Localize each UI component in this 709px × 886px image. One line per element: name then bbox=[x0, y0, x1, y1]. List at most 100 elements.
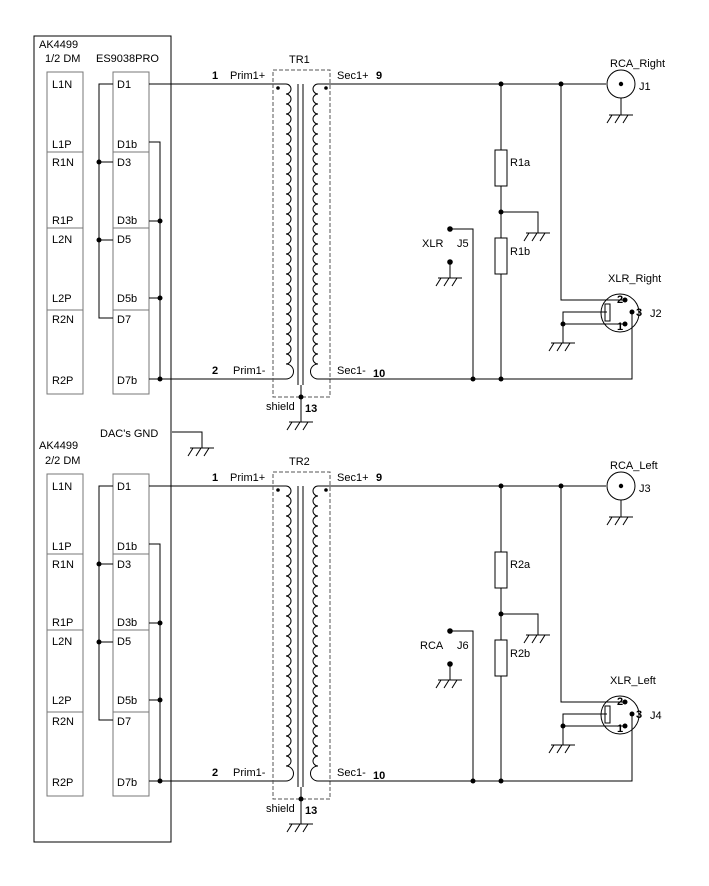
ak-pin-label: L2P bbox=[52, 695, 72, 707]
es-pin-label: D3b bbox=[117, 617, 137, 629]
ak-pin-label: L1N bbox=[52, 481, 72, 493]
xlr-jack bbox=[600, 293, 640, 333]
pin-prim-plus: 1 bbox=[212, 472, 218, 484]
ak-pin-label: L2P bbox=[52, 293, 72, 305]
sec-minus-label: Sec1- bbox=[337, 767, 366, 779]
xlr-pin-1: 1 bbox=[617, 321, 623, 333]
dac-wiring-bottom bbox=[96, 485, 171, 784]
pin-prim-minus: 2 bbox=[212, 365, 218, 377]
ak-pin-column-bottom: L1N L1P R1N R1P L2N L2P R2N R2P bbox=[46, 473, 84, 797]
xlr-pin-3: 3 bbox=[636, 709, 642, 721]
es-pin-label: D5b bbox=[117, 695, 137, 707]
shield-pin: 13 bbox=[305, 805, 317, 817]
ak-pin-label: L2N bbox=[52, 636, 72, 648]
dac-board bbox=[33, 35, 172, 843]
secondary-coil bbox=[310, 83, 319, 380]
dac-gnd-symbol bbox=[172, 431, 214, 457]
resistor-lower bbox=[494, 639, 508, 677]
transformer-box bbox=[272, 69, 331, 398]
xlr-ref: J4 bbox=[650, 710, 662, 722]
xlr-ref: J2 bbox=[650, 308, 662, 320]
ak-pin-label: R2N bbox=[52, 716, 74, 728]
es-pin-label: D5 bbox=[117, 636, 131, 648]
xlr-pin-1: 1 bbox=[617, 723, 623, 735]
resistor-lower-label: R1b bbox=[510, 246, 530, 258]
rca-name: RCA_Right bbox=[610, 58, 665, 70]
pin-sec-minus: 10 bbox=[373, 770, 385, 782]
ak-pin-label: R2P bbox=[52, 777, 73, 789]
pin-prim-minus: 2 bbox=[212, 767, 218, 779]
dac-wiring-top bbox=[96, 83, 171, 382]
transformer-label: TR2 bbox=[289, 456, 310, 468]
dac-gnd-label: DAC's GND bbox=[100, 428, 158, 440]
sec-plus-label: Sec1+ bbox=[337, 472, 369, 484]
shield-pin: 13 bbox=[305, 403, 317, 415]
transformer-box bbox=[272, 471, 331, 800]
es-pin-label: D1b bbox=[117, 541, 137, 553]
resistor-upper-label: R2a bbox=[510, 559, 531, 571]
ak-pin-label: L2N bbox=[52, 234, 72, 246]
selector-label: RCA bbox=[420, 640, 444, 652]
selector-ref: J5 bbox=[457, 238, 469, 250]
ak-pin-label: R1P bbox=[52, 617, 73, 629]
resistor-upper bbox=[494, 551, 508, 589]
es-pin-column-top: D1 D1b D3 D3b D5 D5b D7 D7b bbox=[112, 71, 150, 395]
prim-minus-label: Prim1- bbox=[233, 365, 266, 377]
xlr-name: XLR_Left bbox=[610, 675, 656, 687]
resistor-lower-label: R2b bbox=[510, 648, 530, 660]
sec-plus-label: Sec1+ bbox=[337, 70, 369, 82]
bottom-chip-label: AK4499 bbox=[39, 440, 78, 452]
es-pin-label: D1b bbox=[117, 139, 137, 151]
prim-plus-label: Prim1+ bbox=[230, 472, 265, 484]
secondary-coil bbox=[310, 485, 319, 782]
shield-label: shield bbox=[266, 803, 295, 815]
es-pin-column-bottom: D1 D1b D3 D3b D5 D5b D7 D7b bbox=[112, 473, 150, 797]
ak-pin-label: R2N bbox=[52, 314, 74, 326]
es-pin-label: D7b bbox=[117, 777, 137, 789]
pin-sec-plus: 9 bbox=[376, 70, 382, 82]
bottom-half-label: 2/2 DM bbox=[45, 455, 80, 467]
es-pin-label: D7 bbox=[117, 314, 131, 326]
es-pin-label: D5b bbox=[117, 293, 137, 305]
resistor-lower bbox=[494, 237, 508, 275]
resistor-upper bbox=[494, 149, 508, 187]
shield-label: shield bbox=[266, 401, 295, 413]
xlr-name: XLR_Right bbox=[608, 273, 661, 285]
pin-prim-plus: 1 bbox=[212, 70, 218, 82]
prim-plus-label: Prim1+ bbox=[230, 70, 265, 82]
top-chip-label: AK4499 bbox=[39, 39, 78, 51]
resistor-upper-label: R1a bbox=[510, 157, 531, 169]
es-pin-label: D5 bbox=[117, 234, 131, 246]
es-pin-label: D7 bbox=[117, 716, 131, 728]
selector-label: XLR bbox=[422, 238, 443, 250]
rca-ref: J3 bbox=[639, 483, 651, 495]
es-pin-label: D1 bbox=[117, 481, 131, 493]
dac-ref-label: ES9038PRO bbox=[96, 53, 159, 65]
sec-minus-label: Sec1- bbox=[337, 365, 366, 377]
transformer-label: TR1 bbox=[289, 54, 310, 66]
xlr-pin-3: 3 bbox=[636, 307, 642, 319]
selector-ref: J6 bbox=[457, 640, 469, 652]
rca-ref: J1 bbox=[639, 81, 651, 93]
es-pin-label: D1 bbox=[117, 79, 131, 91]
ak-pin-label: L1P bbox=[52, 541, 72, 553]
ak-pin-label: R1P bbox=[52, 215, 73, 227]
channel-right: TR1 shield 13 1 Prim1+ 2 Prim1- Sec1+ 9 … bbox=[171, 54, 665, 431]
es-pin-label: D3 bbox=[117, 559, 131, 571]
ak-pin-label: L1N bbox=[52, 79, 72, 91]
es-pin-label: D7b bbox=[117, 375, 137, 387]
ak-pin-column-top: L1N L1P R1N R1P L2N L2P R2N R2P bbox=[46, 71, 84, 395]
es-pin-label: D3 bbox=[117, 157, 131, 169]
primary-coil bbox=[285, 83, 294, 380]
prim-minus-label: Prim1- bbox=[233, 767, 266, 779]
xlr-jack bbox=[600, 695, 640, 735]
top-half-label: 1/2 DM bbox=[45, 53, 80, 65]
rca-name: RCA_Left bbox=[610, 460, 658, 472]
ak-pin-label: R2P bbox=[52, 375, 73, 387]
pin-sec-minus: 10 bbox=[373, 368, 385, 380]
ak-pin-label: R1N bbox=[52, 157, 74, 169]
ak-pin-label: L1P bbox=[52, 139, 72, 151]
primary-coil bbox=[285, 485, 294, 782]
channel-left: TR2 shield 13 1 Prim1+ 2 Prim1- Sec1+ 9 … bbox=[171, 456, 662, 833]
es-pin-label: D3b bbox=[117, 215, 137, 227]
